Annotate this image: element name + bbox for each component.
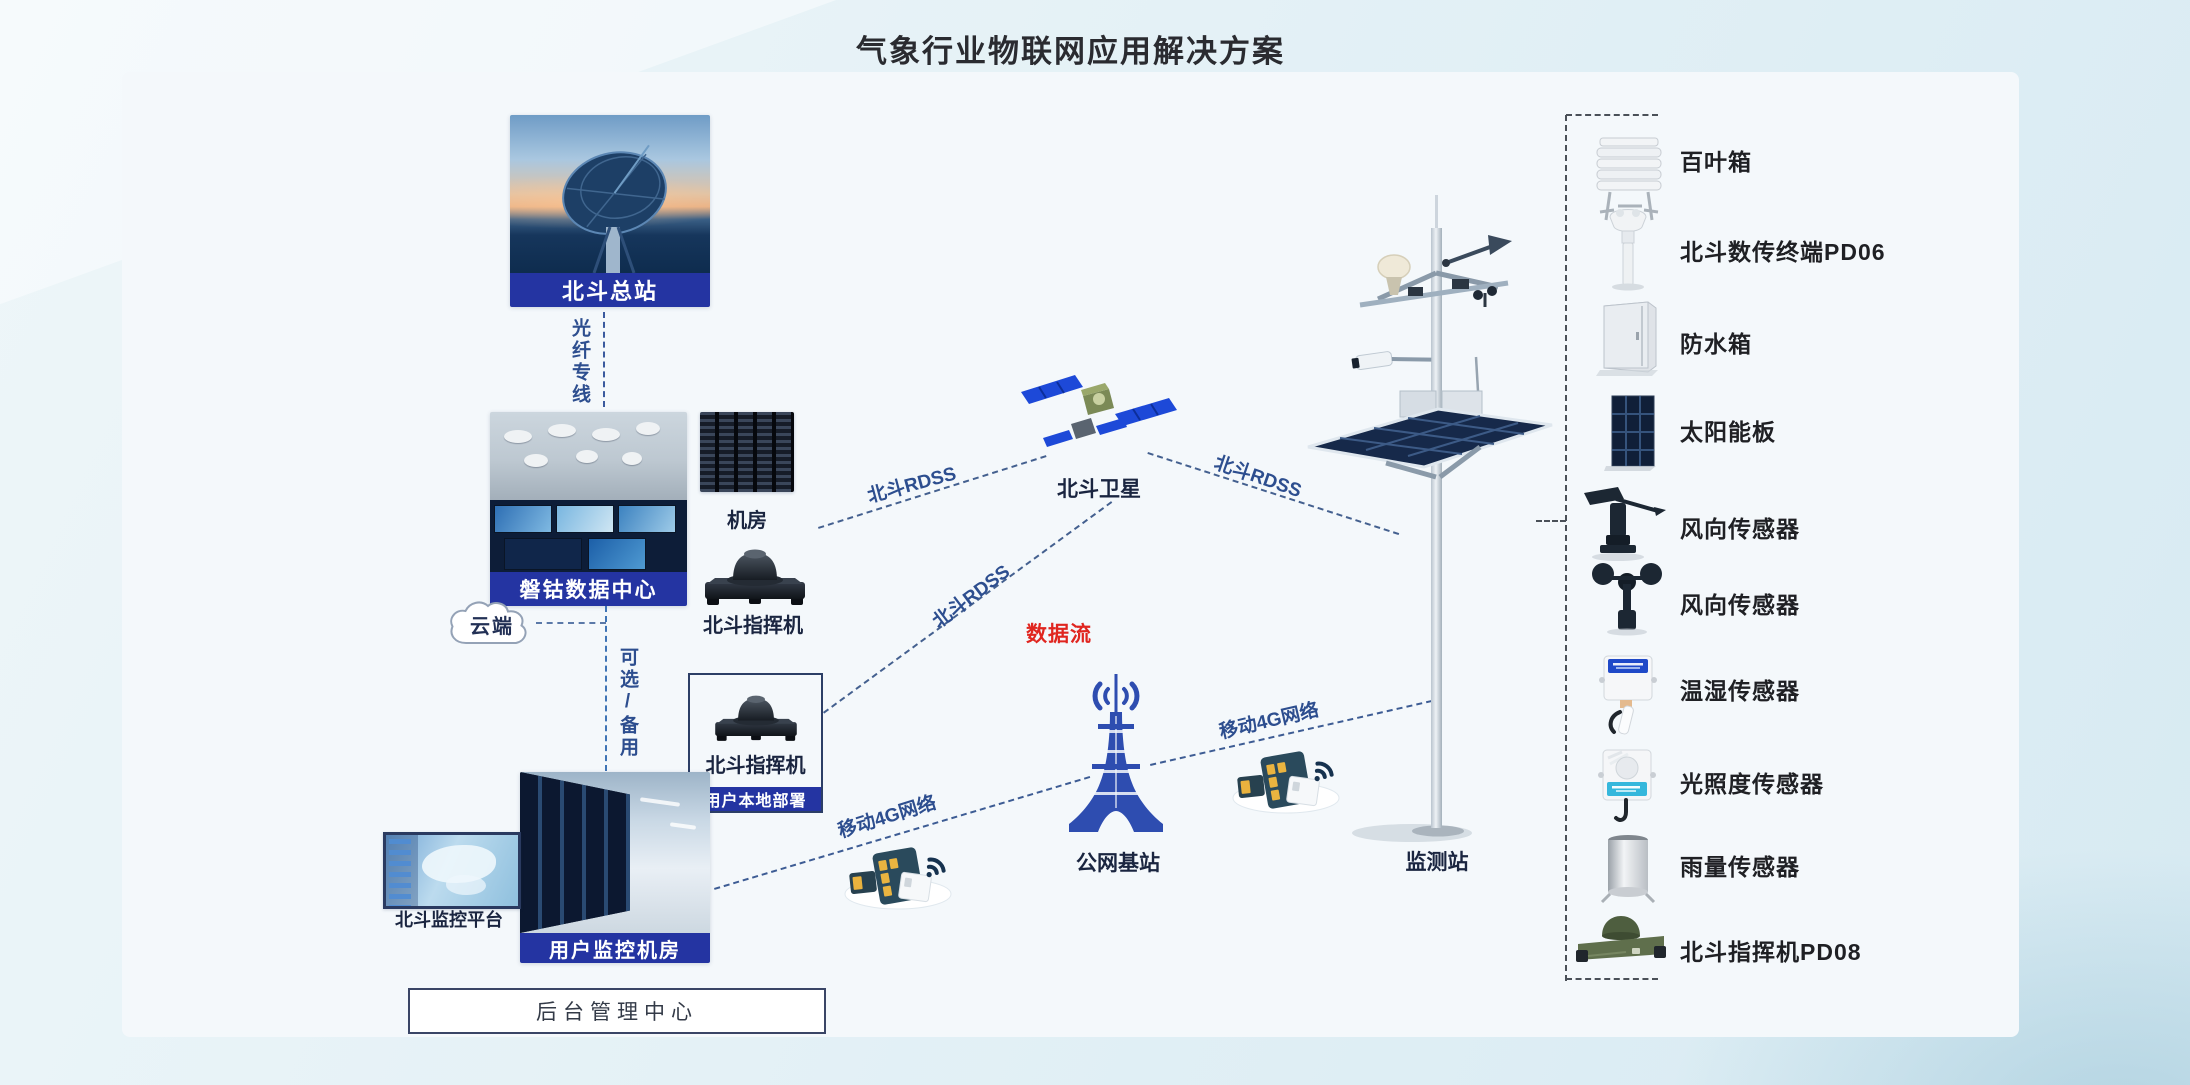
monitor-platform-screen — [383, 832, 521, 909]
satellite-label: 北斗卫星 — [1057, 478, 1141, 501]
server-room-label: 机房 — [727, 510, 767, 532]
local-deploy-label: 用户本地部署 — [690, 787, 821, 811]
component-label: 北斗指挥机PD08 — [1680, 939, 1862, 965]
server-room-interior — [520, 772, 710, 933]
satellite-dish-icon — [562, 144, 667, 273]
data-center-label: 磐钴数据中心 — [490, 572, 687, 606]
component-label: 防水箱 — [1680, 331, 1752, 357]
component-panel-border-top — [1566, 114, 1658, 116]
component-label: 风向传感器 — [1680, 516, 1800, 542]
station-panel-connector — [1536, 520, 1566, 522]
backend-center-label: 后台管理中心 — [536, 1001, 698, 1024]
beidou-commander-device-icon — [714, 695, 797, 741]
server-racks-photo — [700, 412, 794, 492]
component-label: 温湿传感器 — [1680, 678, 1800, 704]
optional-backup-line — [605, 606, 607, 771]
sim-card-icon — [844, 847, 952, 910]
component-label: 百叶箱 — [1680, 149, 1752, 175]
beidou-commander-device-icon — [705, 549, 805, 605]
louver-box-icon — [1596, 137, 1662, 221]
component-panel-border-bottom — [1566, 978, 1658, 980]
rain-gauge-icon — [1600, 835, 1656, 904]
local-deploy-box: 北斗指挥机 用户本地部署 — [688, 673, 823, 813]
beidou-commander-label: 北斗指挥机 — [703, 615, 803, 637]
solar-panel-icon — [1604, 395, 1656, 471]
camera — [1351, 351, 1432, 370]
wind-vane-top — [1442, 235, 1512, 267]
component-label: 太阳能板 — [1680, 419, 1776, 445]
monitoring-station-label: 监测站 — [1405, 851, 1469, 874]
optional-backup-label: 可选/备用 — [617, 647, 638, 759]
beidou-hq-label: 北斗总站 — [510, 273, 710, 307]
waterproof-box-icon — [1596, 301, 1658, 376]
data-center-photo: 磐钴数据中心 — [490, 412, 687, 606]
beidou-satellite-icon — [1021, 375, 1177, 447]
dish-farm-photo — [490, 412, 687, 500]
user-monitor-room-photo: 用户监控机房 — [520, 772, 710, 963]
beidou-hq-photo: 北斗总站 — [510, 115, 710, 307]
sim-card-icon — [1232, 751, 1340, 814]
cloud-link-line — [536, 622, 606, 624]
weather-station-icon — [1307, 195, 1553, 842]
component-label: 北斗数传终端PD06 — [1680, 239, 1886, 265]
component-panel-border — [1565, 115, 1567, 981]
fiber-link-label: 光纤专线 — [569, 318, 590, 406]
cloud-label: 云端 — [470, 616, 514, 638]
component-label: 风向传感器 — [1680, 592, 1800, 618]
backend-center-box: 后台管理中心 — [408, 988, 826, 1034]
fiber-link-line — [603, 312, 605, 407]
satellite-dish-photo — [510, 115, 710, 273]
component-label: 光照度传感器 — [1680, 771, 1824, 797]
control-room-photo — [490, 500, 687, 572]
base-station-label: 公网基站 — [1076, 852, 1160, 875]
cloud-node: 云端 — [446, 598, 538, 650]
temp-humidity-sensor-icon — [1599, 655, 1657, 735]
base-station-tower-icon — [1069, 674, 1163, 844]
data-flow-label: 数据流 — [1026, 623, 1092, 646]
user-monitor-room-label: 用户监控机房 — [520, 933, 710, 963]
component-label: 雨量传感器 — [1680, 854, 1800, 880]
anemometer-icon — [1592, 563, 1662, 636]
page-title: 气象行业物联网应用解决方案 — [856, 34, 1285, 69]
commander-pd08-icon — [1576, 916, 1666, 962]
cloud-icon — [450, 601, 527, 644]
wind-vane-icon — [1584, 487, 1666, 561]
data-terminal-pd06-icon — [1609, 209, 1647, 291]
light-sensor-icon — [1598, 749, 1656, 822]
local-commander-label: 北斗指挥机 — [705, 755, 806, 777]
monitor-platform-label: 北斗监控平台 — [395, 910, 503, 930]
